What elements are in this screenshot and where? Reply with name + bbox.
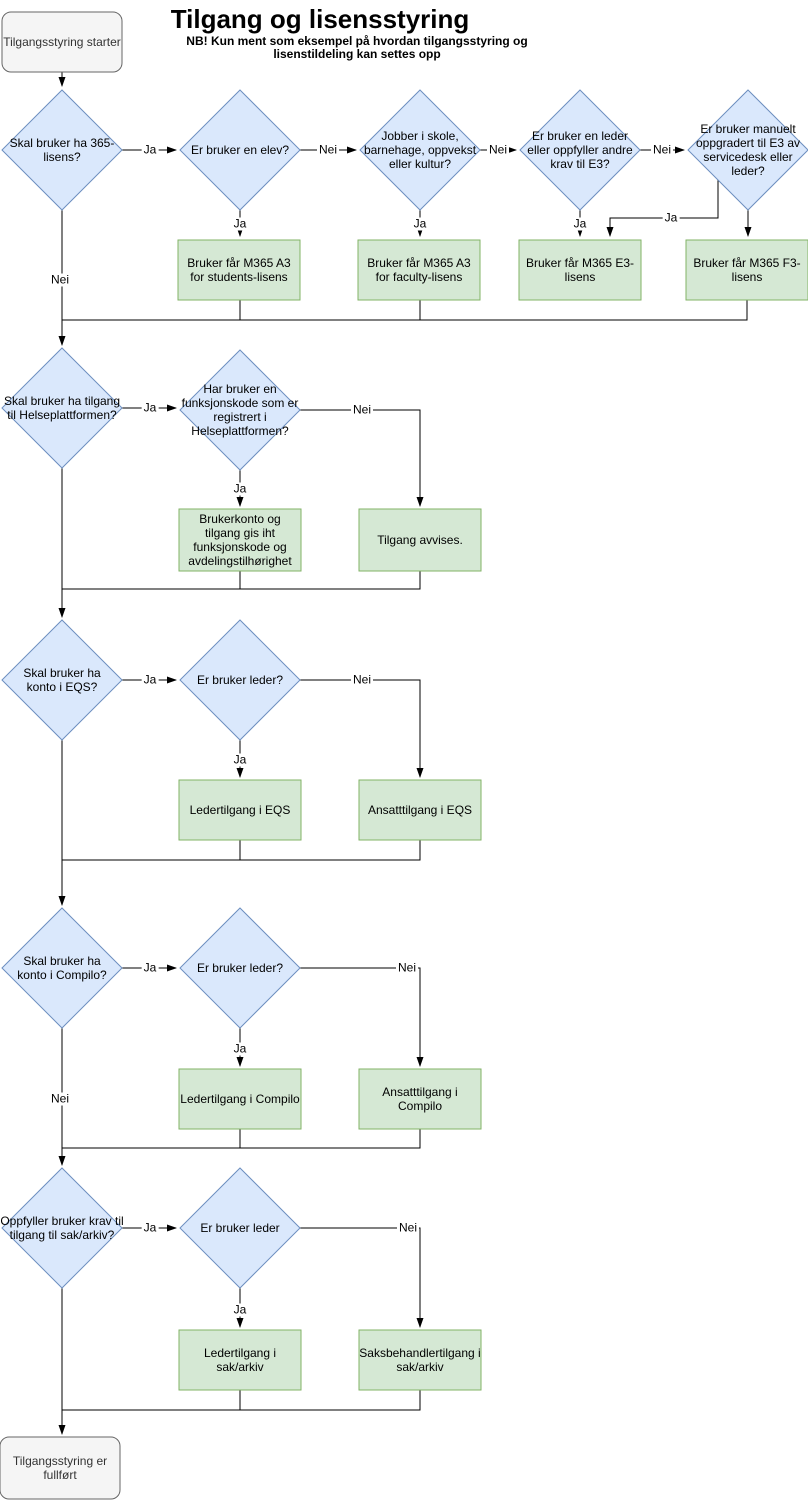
edge-label-ja-sakLeder-lederSak: Ja [231, 1302, 249, 1317]
process-a3-students-shape [177, 239, 301, 301]
process-ansatttilgang-compilo-shape [358, 1068, 482, 1130]
edge-label-nei-d365-helse: Nei [48, 272, 72, 287]
decision-sak-leder-shape [179, 1167, 301, 1289]
decision-funksjonskode-shape [179, 349, 301, 471]
process-e3-label: Bruker får M365 E3-lisens [525, 256, 635, 284]
decision-compilo-leder-label: Er bruker leder? [196, 961, 284, 975]
process-ledertilgang-compilo-label: Ledertilgang i Compilo [180, 1092, 300, 1106]
page-title: Tilgang og lisensstyring [170, 4, 470, 34]
decision-skole-label: Jobber i skole, barnehage, oppvekst elle… [363, 129, 477, 171]
edge-label-ja-funksjonskode-brukerkonto: Ja [231, 481, 249, 496]
edge-ansattEqs-trunk3 [62, 840, 421, 861]
process-ledertilgang-eqs-shape [178, 779, 302, 841]
edge-label-nei-compilo-sak: Nei [48, 1091, 72, 1106]
decision-skole-shape [359, 89, 481, 211]
edge-eqsLeder-nei-ansattEqs [300, 679, 424, 778]
process-f3-shape [685, 239, 808, 301]
edge-label-nei-elev-skole: Nei [316, 142, 340, 157]
edge-label-nei-lederE3-manuellE3: Nei [650, 142, 674, 157]
edge-compiloLeder-nei-ansattCompilo [300, 967, 424, 1067]
decision-365-label: Skal bruker ha 365-lisens? [9, 136, 115, 164]
process-tilgang-avvises-shape [358, 508, 482, 572]
decision-365-shape [1, 89, 123, 211]
edge-label-nei-compiloLeder-ansattCompilo: Nei [395, 960, 419, 975]
edge-label-nei-eqsLeder-ansattEqs: Nei [350, 672, 374, 687]
process-f3-label: Bruker får M365 F3-lisens [693, 256, 801, 284]
process-ansatttilgang-compilo-label: Ansatttilgang i Compilo [382, 1085, 458, 1113]
decision-sak-arkiv-shape [1, 1167, 123, 1289]
edge-label-ja-skole-a3faculty: Ja [411, 216, 429, 231]
edge-f3-trunk1 [62, 300, 748, 321]
decision-elev-shape [179, 89, 301, 211]
page-subtitle: NB! Kun ment som eksempel på hvordan til… [177, 35, 537, 61]
terminator-end-label: Tilgangsstyring er fullført [12, 1454, 108, 1482]
edge-label-nei-funksjonskode-avvises: Nei [350, 402, 374, 417]
decision-eqs-shape [1, 619, 123, 741]
edge-avvises-trunk2 [62, 571, 421, 590]
process-saksbehandler-sak-shape [358, 1329, 482, 1391]
decision-compilo-leder-shape [179, 907, 301, 1029]
process-saksbehandler-sak-label: Saksbehandlertilgang i sak/arkiv [359, 1346, 481, 1374]
edge-label-nei-skole-lederE3: Nei [486, 142, 510, 157]
edge-label-ja-manuellE3-e3: Ja [662, 210, 680, 225]
edge-label-ja-helse-funksjonskode: Ja [141, 400, 159, 415]
page-subtitle-line1: NB! Kun ment som eksempel på hvordan til… [186, 34, 528, 48]
edge-label-ja-lederE3-e3: Ja [571, 216, 589, 231]
decision-leder-e3-shape [519, 89, 641, 211]
edge-label-nei-sakLeder-saksbehandler: Nei [396, 1220, 420, 1235]
edge-label-ja-eqsLeder-lederEqs: Ja [231, 752, 249, 767]
decision-helseplattform-label: Skal bruker ha tilgang til Helseplattfor… [3, 394, 121, 422]
process-ledertilgang-sak-shape [178, 1329, 302, 1391]
process-ledertilgang-eqs-label: Ledertilgang i EQS [189, 803, 291, 817]
decision-manuell-e3-label: Er bruker manuelt oppgradert til E3 av s… [695, 122, 801, 178]
edge-ansattCompilo-trunk4 [62, 1129, 421, 1149]
decision-eqs-leder-label: Er bruker leder? [196, 673, 284, 687]
decision-compilo-shape [1, 907, 123, 1029]
process-ledertilgang-sak-label: Ledertilgang i sak/arkiv [203, 1346, 277, 1374]
process-ansatttilgang-eqs-label: Ansatttilgang i EQS [367, 803, 473, 817]
decision-manuell-e3-shape [687, 89, 808, 211]
decision-compilo-label: Skal bruker ha konto i Compilo? [17, 954, 107, 982]
decision-eqs-label: Skal bruker ha konto i EQS? [23, 666, 101, 694]
page-subtitle-line2: lisenstildeling kan settes opp [273, 47, 441, 61]
edge-label-ja-compiloLeder-lederCompilo: Ja [231, 1041, 249, 1056]
edge-label-ja-compilo-compiloLeder: Ja [141, 960, 159, 975]
process-a3-students-label: Bruker får M365 A3 for students-lisens [187, 256, 291, 284]
process-e3-shape [518, 239, 642, 301]
edge-label-ja-sak-sakLeder: Ja [141, 1220, 159, 1235]
process-brukerkonto-label: Brukerkonto og tilgang gis iht funksjons… [188, 512, 292, 568]
edge-manuellE3-ja-e3 [606, 180, 719, 237]
decision-sak-leder-label: Er bruker leder [200, 1221, 280, 1235]
decision-helseplattform-shape [1, 347, 123, 469]
edge-label-ja-elev-a3students: Ja [231, 216, 249, 231]
decision-funksjonskode-label: Har bruker en funksjonskode som er regis… [181, 382, 299, 438]
decision-elev-label: Er bruker en elev? [190, 143, 290, 157]
process-brukerkonto-shape [178, 508, 302, 572]
decision-eqs-leder-shape [179, 619, 301, 741]
edge-funksjonskode-nei-avvises [300, 409, 424, 507]
edge-label-ja-d365-elev: Ja [141, 142, 159, 157]
process-ledertilgang-compilo-shape [178, 1068, 302, 1130]
terminator-start-label: Tilgangsstyring starter [3, 35, 121, 49]
decision-leder-e3-label: Er bruker en leder eller oppfyller andre… [527, 129, 633, 171]
decision-sak-arkiv-label: Oppfyller bruker krav til tilgang til sa… [0, 1214, 124, 1242]
terminator-start-shape [1, 11, 123, 73]
process-ansatttilgang-eqs-shape [358, 779, 482, 841]
terminator-end-shape [0, 1436, 121, 1500]
edge-sakLeder-nei-saksbehandler [300, 1227, 424, 1328]
edge-saksbehandler-trunk5 [62, 1390, 421, 1411]
process-tilgang-avvises-label: Tilgang avvises. [377, 533, 463, 547]
process-a3-faculty-shape [357, 239, 481, 301]
edge-label-ja-eqs-eqsLeder: Ja [141, 672, 159, 687]
process-a3-faculty-label: Bruker får M365 A3 for faculty-lisens [367, 256, 471, 284]
